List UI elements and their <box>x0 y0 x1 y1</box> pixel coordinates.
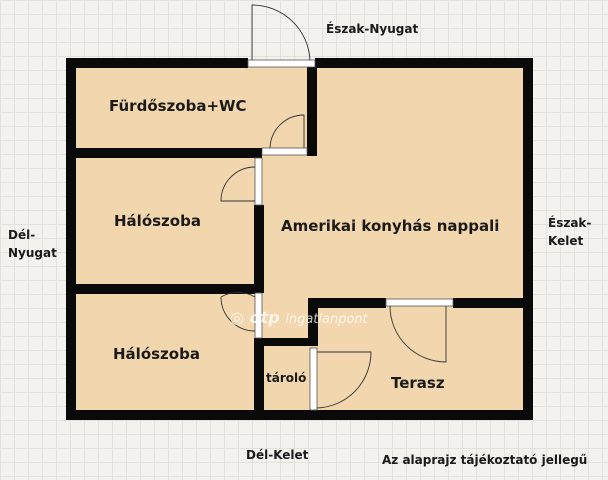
direction-north-east-line1: Észak- <box>548 216 592 230</box>
direction-south-east: Dél-Kelet <box>246 448 309 462</box>
direction-north-east: Észak- Kelet <box>548 214 591 250</box>
room-label-living-room: Amerikai konyhás nappali <box>281 217 500 235</box>
disclaimer-text: Az alaprajz tájékoztató jellegű <box>382 453 588 467</box>
interior-walls <box>66 66 529 418</box>
watermark-logo-icon: ◎ <box>230 308 244 327</box>
room-label-bedroom-1: Hálószoba <box>114 212 201 230</box>
room-label-bathroom: Fürdőszoba+WC <box>109 97 247 115</box>
watermark-sub: ingatlanpont <box>285 312 368 327</box>
watermark: ◎ otp ingatlanpont <box>230 308 368 327</box>
watermark-brand: otp <box>249 308 280 327</box>
direction-north-west: Észak-Nyugat <box>326 22 419 36</box>
room-label-bedroom-2: Hálószoba <box>113 345 200 363</box>
floor-area <box>70 62 530 416</box>
direction-north-east-line2: Kelet <box>548 234 584 248</box>
direction-south-west: Dél- Nyugat <box>8 226 57 262</box>
door-swings <box>220 4 447 409</box>
room-label-storage: tároló <box>266 371 307 385</box>
direction-south-west-line2: Nyugat <box>8 246 57 260</box>
door-frames <box>247 59 454 411</box>
outer-walls <box>66 58 533 420</box>
room-label-terrace: Terasz <box>391 374 445 392</box>
direction-south-west-line1: Dél- <box>8 228 36 242</box>
